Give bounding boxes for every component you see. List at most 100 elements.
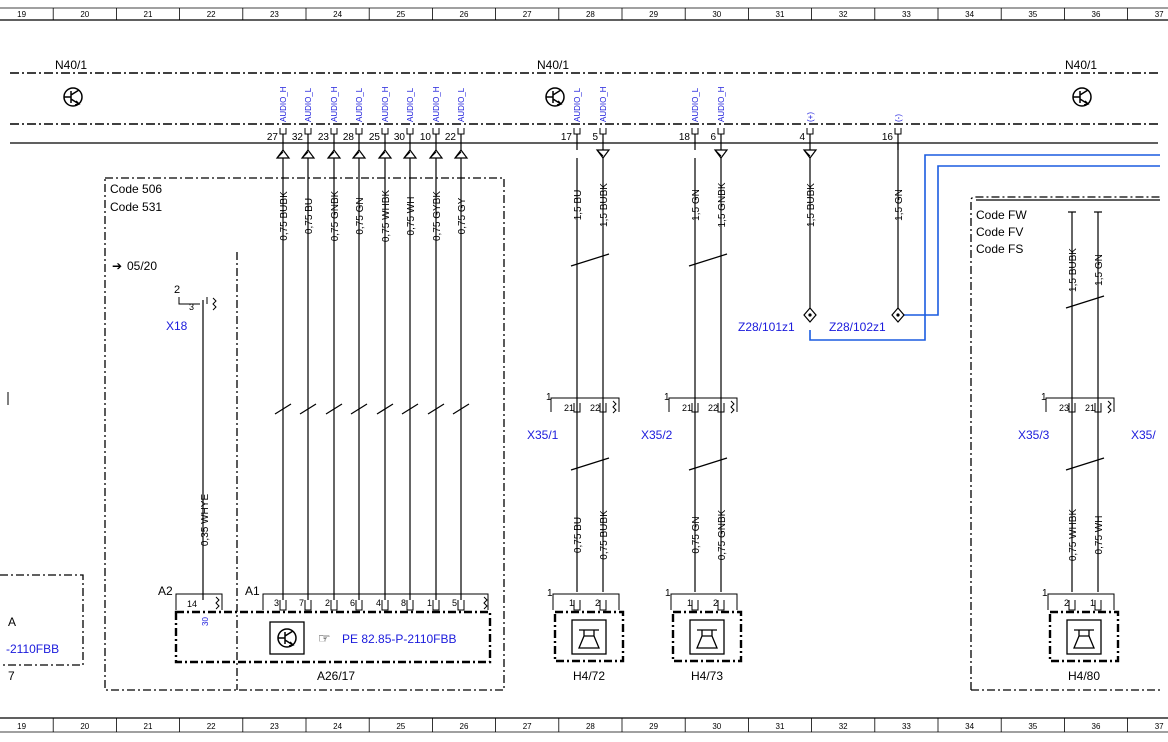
speaker-pin-top: 1: [1042, 588, 1048, 599]
blue-wire-2: [898, 165, 1160, 316]
wire-label: 0,75 WH: [1094, 516, 1105, 555]
connector-pin-top: 1: [664, 392, 670, 403]
bus-pin-22: 22 AUDIO_L: [445, 87, 469, 159]
a26-pin: 7: [299, 598, 304, 608]
arrow-up-icon: [453, 149, 469, 159]
ruler-number: 34: [965, 722, 974, 731]
ruler-number: 30: [712, 722, 721, 731]
wire-label: 0,75 GNBK: [330, 190, 341, 241]
wire-label: 0,75 GN: [691, 516, 702, 553]
arrow-down-icon: [802, 149, 818, 159]
wire-label: 0,75 BU: [304, 198, 315, 234]
connector-pin-top: 1: [546, 392, 552, 403]
splice-z102[interactable]: Z28/102z1: [829, 320, 886, 334]
arrow-down-icon: [595, 149, 611, 159]
bus-pin-number: 32: [292, 132, 304, 143]
bus-pin-4: 4(+): [799, 112, 818, 159]
page-ref-arrow-icon[interactable]: ➔: [112, 259, 122, 273]
ruler-number: 25: [396, 722, 405, 731]
bus-pin-signal: AUDIO_L: [573, 87, 582, 122]
connector-label: X35/2: [641, 428, 673, 442]
wire-label: 0,75 GY: [457, 197, 468, 234]
connector-pin: 22: [708, 403, 718, 413]
bus-pin-32: 32 AUDIO_L: [292, 87, 316, 159]
left-box-ref[interactable]: -2110FBB: [6, 642, 59, 656]
connector-pin: 21: [1085, 403, 1095, 413]
speaker-icon: [1073, 629, 1095, 649]
bus-pin-signal: AUDIO_L: [304, 87, 313, 122]
code-box-left: [104, 177, 505, 691]
wire-label: 1,5 BUBK: [806, 183, 817, 227]
module-symbol-icon: [545, 87, 565, 107]
module-label-n40-mid: N40/1: [537, 58, 569, 72]
a26-ref-link[interactable]: PE 82.85-P-2110FBB: [342, 632, 457, 646]
connector-label: X35/3: [1018, 428, 1050, 442]
connector-pin: 23: [1059, 403, 1069, 413]
bus-pins: 27AUDIO_H32AUDIO_L23AUDIO_H28AUDIO_L25AU…: [267, 86, 903, 159]
x18-label[interactable]: X18: [166, 319, 188, 333]
bus-pin-signal: AUDIO_H: [330, 86, 339, 122]
module-symbol-icon: [63, 87, 83, 107]
bus-pin-number: 27: [267, 132, 279, 143]
bus-pin-number: 22: [445, 132, 457, 143]
ruler-number: 33: [902, 722, 911, 731]
arrow-up-icon: [300, 149, 316, 159]
ruler-number: 32: [839, 10, 848, 19]
speaker-label: H4/72: [573, 669, 605, 683]
code-fw: Code FW: [976, 208, 1027, 222]
module-symbol-icon: [1072, 87, 1092, 107]
wire-label: 0,75 GNBK: [717, 509, 728, 560]
ruler-number: 20: [80, 722, 89, 731]
a26-pin: 3: [274, 598, 279, 608]
a26-pin: 1: [427, 598, 432, 608]
speaker-pin: 2: [1064, 598, 1069, 608]
bus-pin-number: 28: [343, 132, 355, 143]
speaker-pin: 1: [687, 598, 692, 608]
speaker-icon: [696, 629, 718, 649]
a26-pin: 5: [452, 598, 457, 608]
bus-pin-signal: AUDIO_L: [691, 87, 700, 122]
wire-label: 1,5 GN: [894, 189, 905, 221]
speaker-label: H4/73: [691, 669, 723, 683]
ruler-number: 22: [207, 722, 216, 731]
ruler-number: 22: [207, 10, 216, 19]
bus-pin-number: 16: [882, 132, 894, 143]
ruler-number: 28: [586, 10, 595, 19]
ruler-number: 26: [460, 722, 469, 731]
code-box-right: [970, 196, 1160, 690]
ruler-number: 29: [649, 10, 658, 19]
ruler-number: 37: [1155, 722, 1164, 731]
ruler-number: 36: [1092, 722, 1101, 731]
bus-pin-signal: AUDIO_L: [406, 87, 415, 122]
speaker-pin-top: 1: [665, 588, 671, 599]
arrow-up-icon: [275, 149, 291, 159]
wire-label: 0,75 WHBK: [381, 190, 392, 243]
wire-label-x18: 0,35 WHYE: [200, 494, 211, 547]
wire-label: 1,5 BU: [573, 190, 584, 221]
bus-pin-number: 4: [799, 132, 805, 143]
ruler-number: 28: [586, 722, 595, 731]
svg-text:A: A: [8, 615, 16, 629]
ruler-number: 27: [523, 10, 532, 19]
arrow-up-icon: [428, 149, 444, 159]
splice-z101[interactable]: Z28/101z1: [738, 320, 795, 334]
bus-pin-signal: AUDIO_L: [457, 87, 466, 122]
blue-wire-1: [809, 154, 1160, 341]
page-ref-link[interactable]: 05/20: [127, 259, 157, 273]
ruler-number: 27: [523, 722, 532, 731]
wire-label: 1,5 GNBK: [717, 182, 728, 227]
